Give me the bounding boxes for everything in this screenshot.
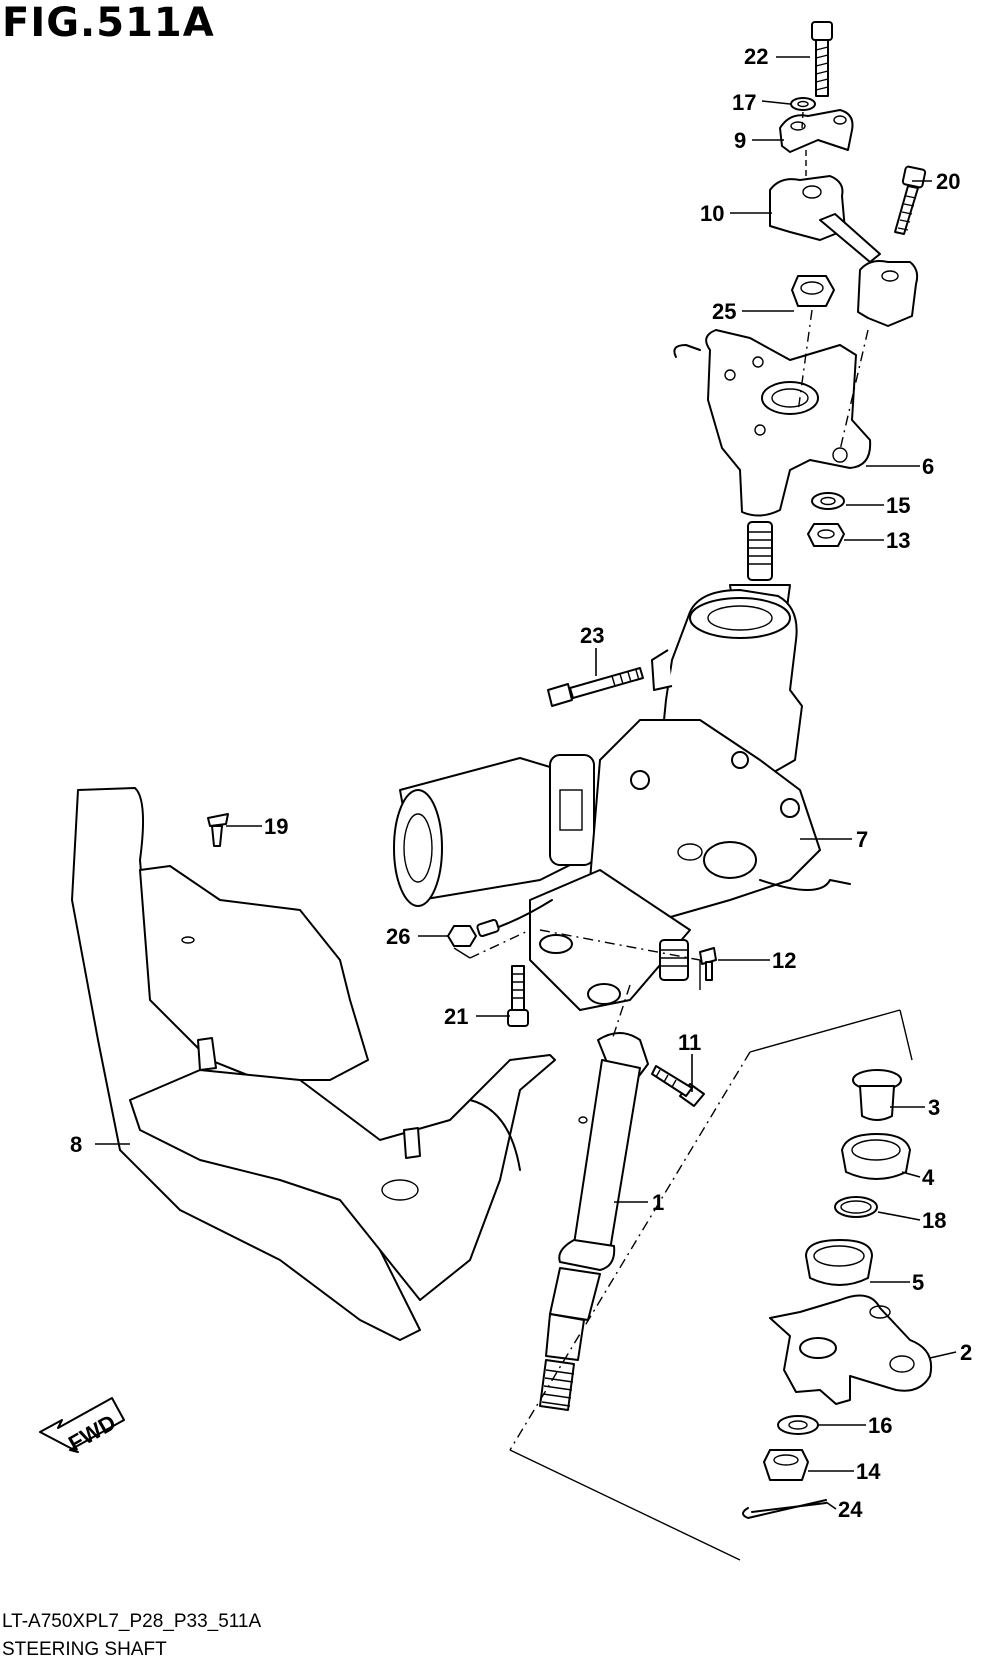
part-17-washer [790,97,816,111]
leader-lines [95,56,957,1510]
part-9-clamp-cap [779,109,854,153]
callout-5: 5 [912,1270,924,1295]
part-20-bolt [894,165,927,235]
part-14-castle-nut [763,1449,809,1481]
callout-1: 1 [652,1190,664,1215]
part-7-power-steering-unit [393,521,851,1011]
callout-21: 21 [444,1004,468,1029]
callout-13: 13 [886,528,910,553]
part-13-nut [807,523,845,547]
part-5-bearing-race [805,1239,873,1286]
callout-16: 16 [868,1413,892,1438]
part-25-nut [791,275,835,307]
diagram-caption: STEERING SHAFT [2,1639,167,1660]
callout-12: 12 [772,948,796,973]
part-21-bolt [507,965,529,1027]
part-16-washer [777,1415,819,1435]
callout-20: 20 [936,169,960,194]
part-12-screw [699,947,717,981]
callout-6: 6 [922,454,934,479]
callout-7: 7 [856,827,868,852]
callout-8: 8 [70,1132,82,1157]
model-code: LT-A750XPL7_P28_P33_511A [2,1611,262,1632]
callout-labels: 22 17 9 10 20 25 6 15 13 23 7 19 26 12 2… [70,44,972,1522]
callout-3: 3 [928,1095,940,1120]
callout-11: 11 [678,1030,701,1055]
part-24-cotter-pin [742,1499,827,1519]
part-11-bolt [651,1065,705,1107]
callout-2: 2 [960,1340,972,1365]
alignment-lines [453,111,913,1561]
part-6-bearing-housing [673,329,872,517]
part-3-bushing [852,1069,902,1121]
part-18-o-ring [834,1196,878,1218]
callout-15: 15 [886,493,910,518]
callout-26: 26 [386,924,410,949]
callout-25: 25 [712,299,736,324]
part-19-clip [207,813,229,847]
callout-17: 17 [732,90,756,115]
callout-22: 22 [744,44,768,69]
callout-24: 24 [838,1497,863,1522]
part-15-washer [811,492,845,510]
part-2-steering-knuckle-arm [769,1294,932,1405]
callout-4: 4 [922,1165,935,1190]
part-1-steering-shaft [539,1032,649,1411]
figure-title: FIG.511A [2,0,215,46]
part-10-steering-bracket [769,175,919,327]
fwd-arrow: FWD [39,1397,125,1456]
callout-9: 9 [734,128,746,153]
callout-19: 19 [264,814,288,839]
callout-18: 18 [922,1208,946,1233]
callout-14: 14 [856,1459,881,1484]
part-22-bolt [811,21,833,97]
part-8-steering-guard [71,787,556,1341]
callout-23: 23 [580,623,604,648]
part-4-bearing [841,1133,911,1180]
callout-10: 10 [700,201,724,226]
part-23-long-bolt [547,667,644,707]
part-26-nut [447,925,477,947]
